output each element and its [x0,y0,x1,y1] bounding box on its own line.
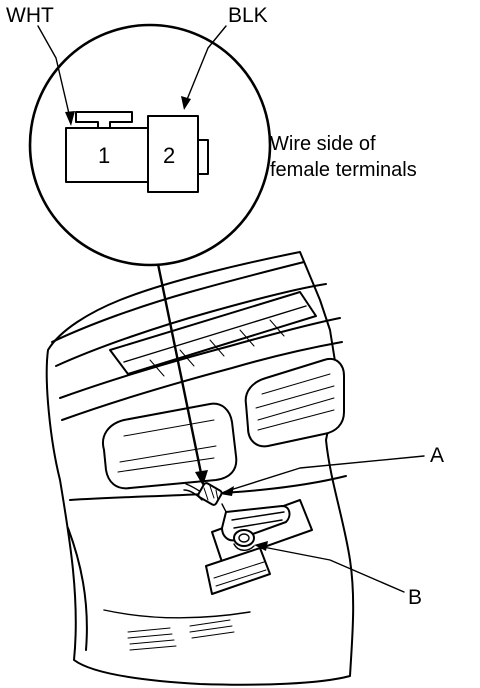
callout-a-arrowhead [220,486,234,496]
callout-a-label: A [430,444,444,467]
part-b-illustration [221,505,291,551]
connector-face: 1 2 [65,111,209,193]
blk-leader-arrowhead [181,96,191,110]
blk-wire-label: BLK [228,4,268,27]
terminal-2-cavity [147,115,199,193]
terminal-side-note: Wire side of female terminals [270,133,417,181]
callout-b-label: B [408,586,422,609]
note-line-1: Wire side of [270,133,376,155]
wire-callouts: WHT BLK [6,4,268,126]
terminal-1-cavity [65,127,149,183]
terminal-1-number: 1 [98,143,110,168]
callout-a-leader [223,455,425,493]
callout-b-arrowhead [254,541,268,551]
wht-leader-arrowhead [65,111,75,126]
magnifier-leader-arrowhead [195,470,208,486]
connector-a-illustration [183,482,237,527]
blk-leader [185,25,227,103]
terminal-2-number: 2 [163,143,175,168]
magnifier-leader-line [156,262,204,480]
callout-b-leader [257,545,405,593]
wht-wire-label: WHT [6,4,54,27]
wht-leader [37,25,71,119]
note-line-2: female terminals [270,159,417,181]
part-callouts: A B [220,444,444,609]
connector-side-latch [197,139,209,175]
